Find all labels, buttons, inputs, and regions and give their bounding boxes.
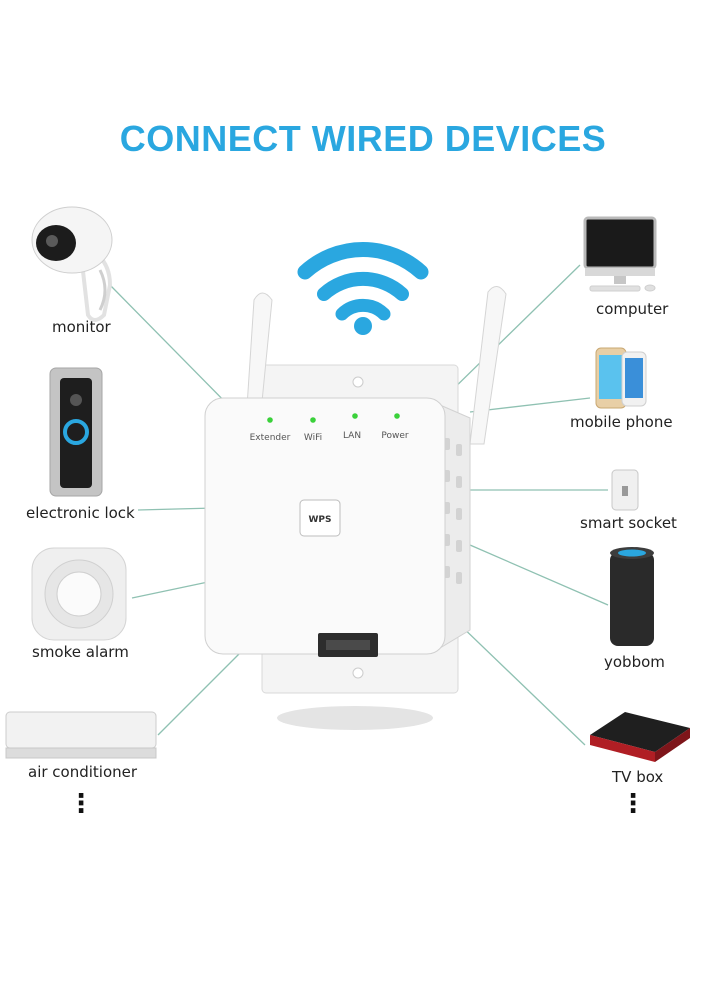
desktop-computer-icon xyxy=(583,216,657,292)
led-label-power: Power xyxy=(381,431,409,441)
page-title: CONNECT WIRED DEVICES xyxy=(119,118,607,159)
video-doorbell-icon xyxy=(49,367,103,497)
more-devices-left: ⋮ xyxy=(68,789,94,819)
wifi-dot-icon xyxy=(354,317,372,335)
device-label-computer: computer xyxy=(596,300,669,318)
smart-speaker-icon xyxy=(610,547,654,646)
tv-box-icon xyxy=(590,712,690,762)
wifi-repeater-icon xyxy=(204,286,507,730)
device-label-mobile-phone: mobile phone xyxy=(570,413,673,431)
led-label-extender: Extender xyxy=(250,433,291,443)
more-devices-right: ⋮ xyxy=(620,789,646,819)
wps-button-label: WPS xyxy=(308,515,331,525)
wifi-icon xyxy=(297,242,429,321)
device-label-air-conditioner: air conditioner xyxy=(28,763,138,781)
device-label-monitor: monitor xyxy=(52,318,111,336)
connector-lines xyxy=(109,264,609,746)
device-label-tv-box: TV box xyxy=(612,768,664,786)
device-label-yobbom: yobbom xyxy=(604,653,665,671)
smartphone-icon xyxy=(595,347,647,409)
security-camera-icon xyxy=(31,206,113,322)
smart-plug-icon xyxy=(611,469,639,511)
led-label-wifi: WiFi xyxy=(304,433,322,443)
air-conditioner-icon xyxy=(5,711,157,759)
device-label-electronic-lock: electronic lock xyxy=(26,504,135,522)
device-label-smoke-alarm: smoke alarm xyxy=(32,643,129,661)
led-label-lan: LAN xyxy=(343,431,361,441)
device-label-smart-socket: smart socket xyxy=(580,514,677,532)
smoke-alarm-icon xyxy=(31,547,127,641)
